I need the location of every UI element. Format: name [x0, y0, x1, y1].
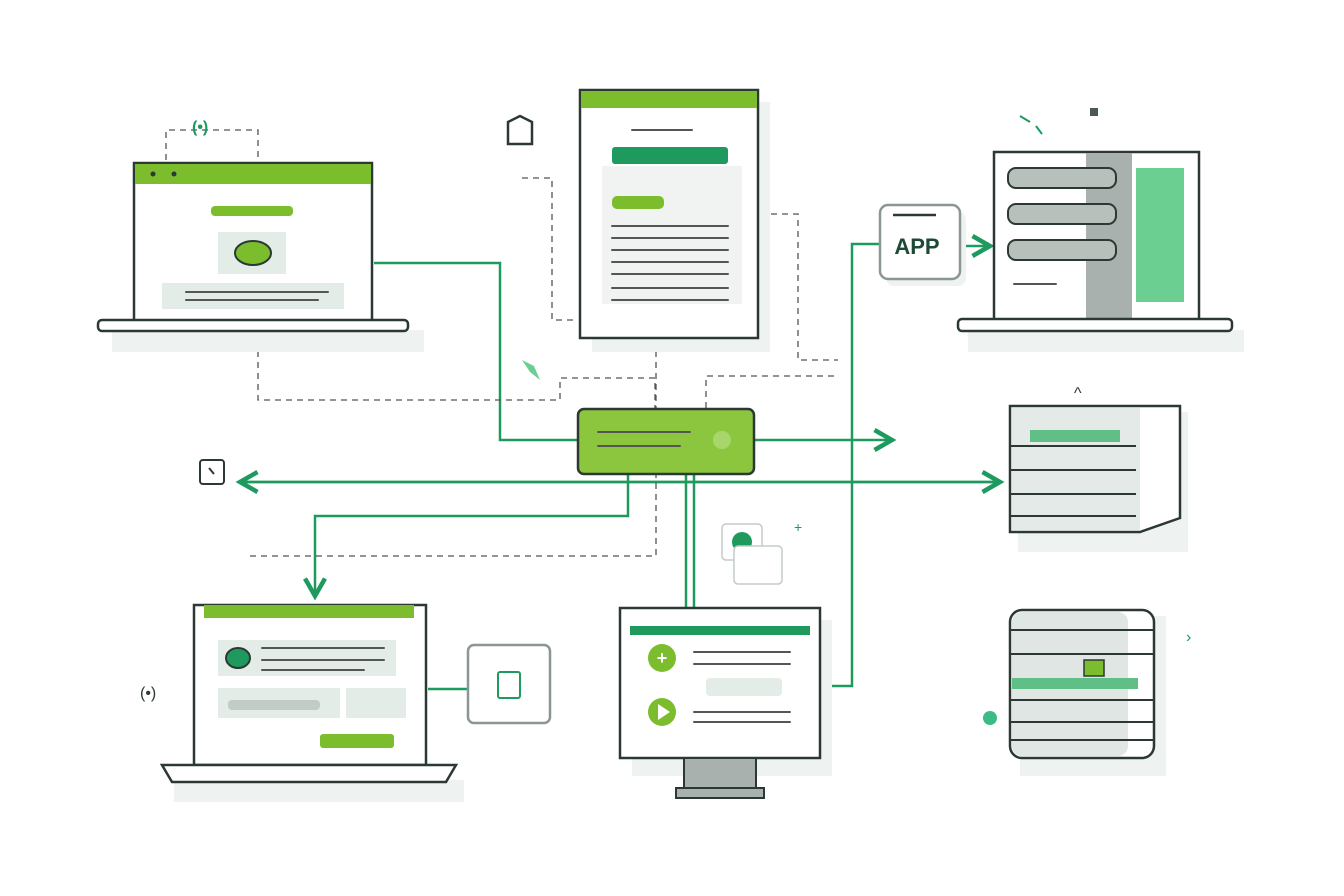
arrow-up-icon: ^ [1074, 385, 1082, 402]
envelope-icon [506, 114, 534, 146]
document-page [506, 88, 770, 352]
file-box [466, 643, 552, 725]
app-box: APP [878, 203, 966, 286]
svg-text:+: + [794, 519, 802, 535]
plus-icon: + [657, 648, 668, 668]
laptop-bottom-left: (•) [140, 603, 464, 802]
play-icon [658, 704, 670, 720]
leaf-icon [522, 360, 540, 380]
monitor: + [618, 523, 832, 799]
central-router [576, 407, 756, 476]
svg-text:›: › [1186, 629, 1191, 646]
app-label: APP [894, 234, 939, 259]
signal-icon: (•) [140, 685, 156, 702]
laptop-top-left: (•) [96, 119, 424, 352]
wifi-icon: (•) [192, 119, 208, 136]
server-rack-top-right [956, 150, 1244, 352]
misc-icons: + › [199, 108, 1191, 646]
server-bottom-right [983, 608, 1166, 776]
server-middle-right: ^ [1008, 385, 1188, 552]
